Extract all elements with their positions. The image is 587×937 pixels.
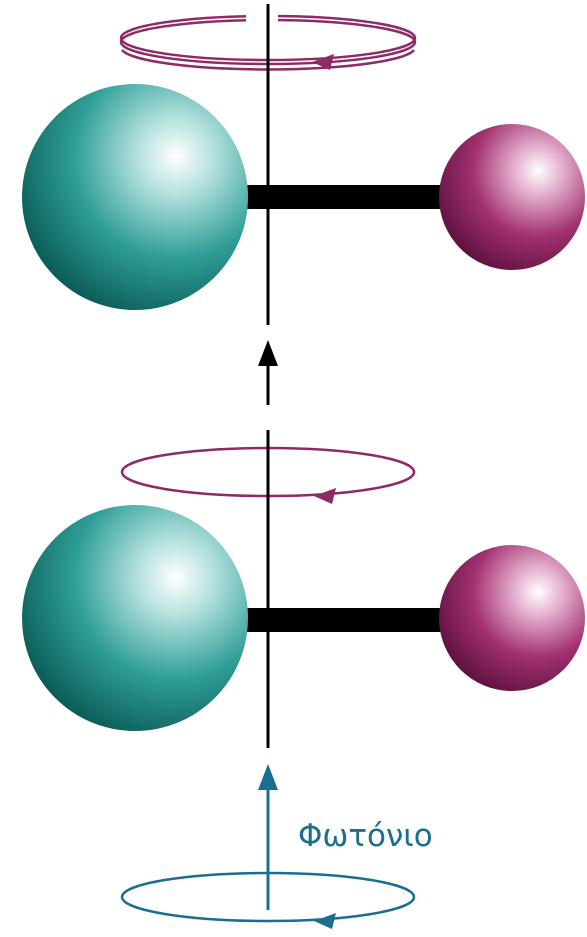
transition-up-arrow-icon xyxy=(258,340,278,405)
photon-rotation-arrow-icon xyxy=(314,913,336,929)
photon-label: Φωτόνιο xyxy=(298,818,433,854)
photon: Φωτόνιο xyxy=(120,764,433,929)
bottom-rotation-arrow-icon xyxy=(314,488,336,504)
bottom-large-atom xyxy=(22,505,248,731)
top-bond xyxy=(240,185,450,209)
top-large-atom xyxy=(22,84,248,310)
bottom-bond xyxy=(240,608,450,632)
top-molecule xyxy=(22,4,585,325)
photon-up-arrow-icon xyxy=(258,764,278,790)
top-rotation-arrow-icon xyxy=(312,54,334,70)
bottom-molecule xyxy=(22,430,585,748)
bottom-small-atom xyxy=(439,545,585,691)
top-small-atom xyxy=(439,124,585,270)
